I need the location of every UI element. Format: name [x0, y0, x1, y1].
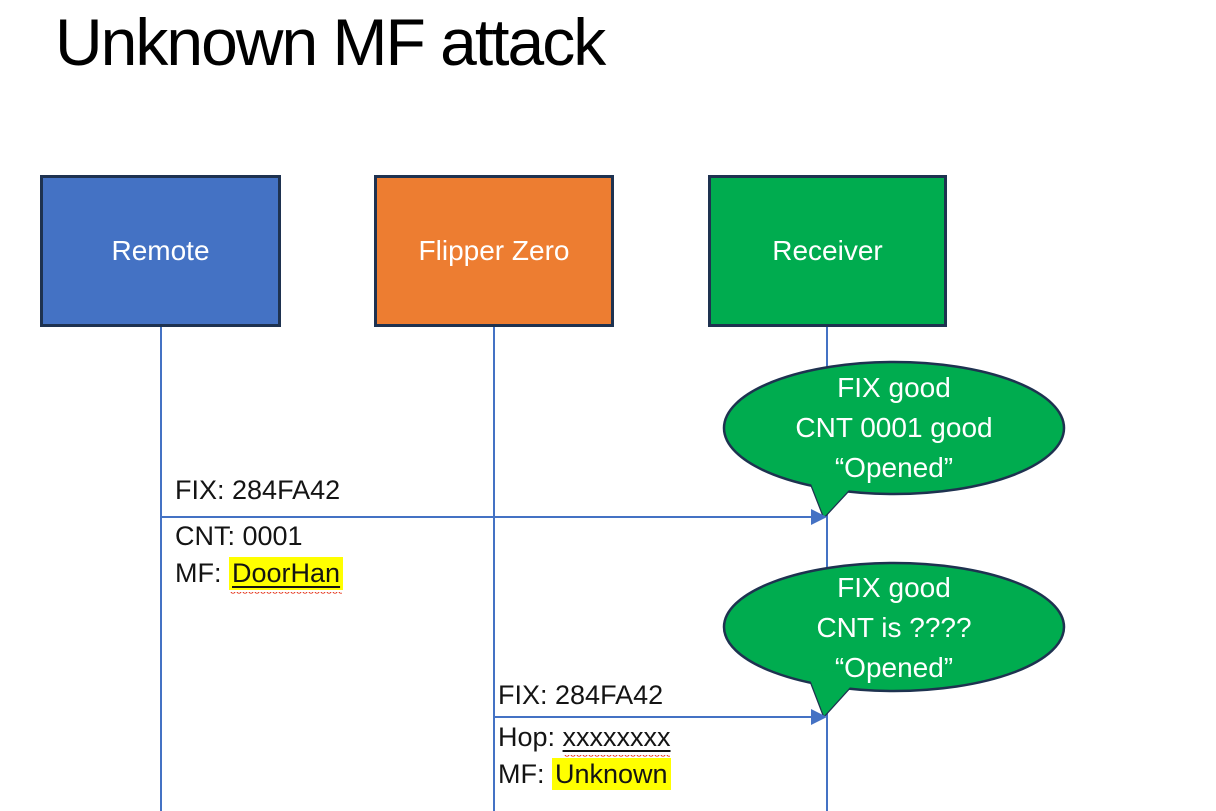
callout-2-line-3: “Opened” — [834, 652, 954, 683]
actor-label-receiver: Receiver — [772, 235, 883, 266]
message-arrow-2-line — [494, 716, 812, 718]
callout-2-line-1: FIX good — [837, 572, 951, 603]
message-1-line-fix: FIX: 284FA42 — [175, 475, 341, 505]
message-arrow-1-line — [161, 516, 812, 518]
highlighted-value-doorhan: DoorHan — [229, 557, 344, 595]
actor-label-remote: Remote — [111, 235, 210, 266]
message-2-line-mf: MF: Unknown — [498, 758, 671, 790]
actor-label-flipper-zero: Flipper Zero — [418, 235, 570, 266]
callout-1-text: FIX good CNT 0001 good “Opened” — [729, 368, 1059, 488]
actor-box-flipper-zero: Flipper Zero — [374, 175, 614, 327]
message-1-line-mf: MF: DoorHan — [175, 557, 344, 595]
highlighted-value-unknown: Unknown — [552, 758, 671, 790]
squiggle-value-hop: xxxxxxxx — [562, 722, 671, 758]
message-arrow-2-head-icon — [811, 709, 827, 725]
lifeline-flipper-zero — [493, 327, 495, 811]
slide-title: Unknown MF attack — [55, 5, 606, 79]
actor-box-remote: Remote — [40, 175, 281, 327]
message-1-line-cnt: CNT: 0001 — [175, 521, 303, 551]
actor-box-receiver: Receiver — [708, 175, 947, 327]
message-2-line-fix: FIX: 284FA42 — [498, 680, 664, 710]
callout-bubble-1 — [722, 360, 1066, 519]
callout-1-line-1: FIX good — [837, 372, 951, 403]
callout-2-line-2: CNT is ???? — [816, 612, 972, 643]
callout-2-text: FIX good CNT is ???? “Opened” — [729, 568, 1059, 688]
lifeline-remote — [160, 327, 162, 811]
callout-1-line-3: “Opened” — [834, 452, 954, 483]
callout-bubble-2 — [722, 561, 1066, 718]
message-arrow-1-head-icon — [811, 509, 827, 525]
message-2-line-hop: Hop: xxxxxxxx — [498, 722, 671, 758]
callout-1-line-2: CNT 0001 good — [795, 412, 993, 443]
